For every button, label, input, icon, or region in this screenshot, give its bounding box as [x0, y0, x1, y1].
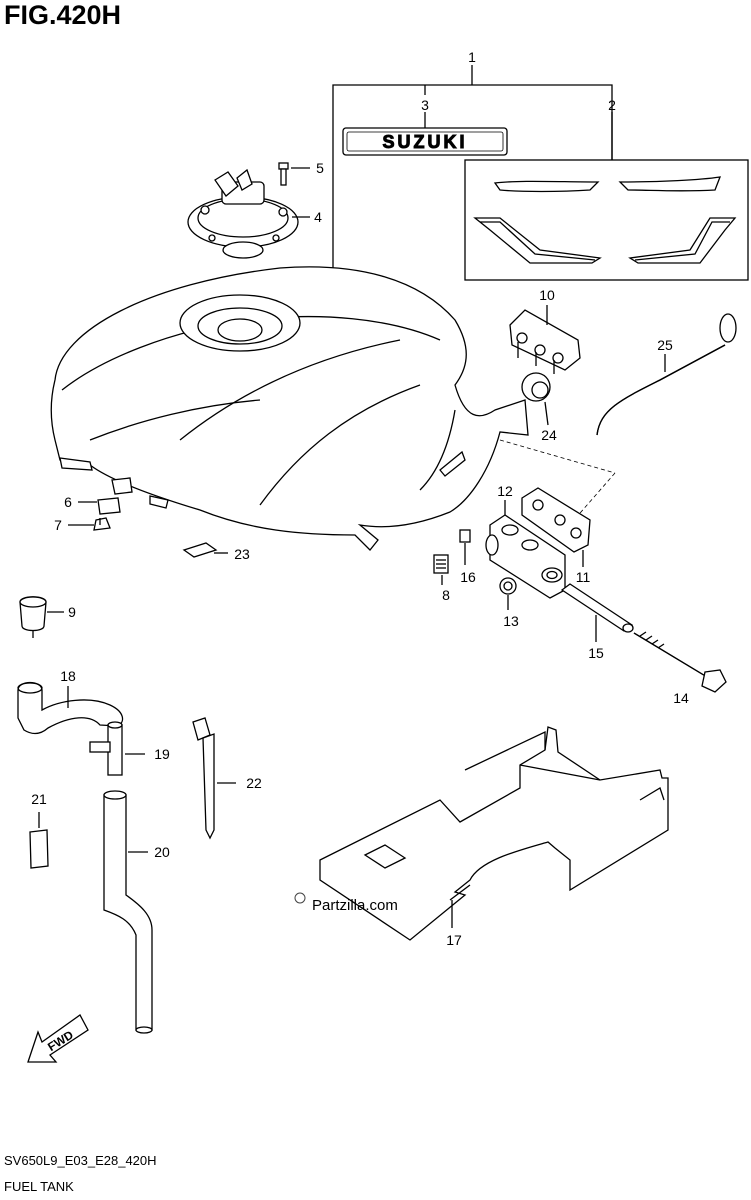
hinge-plate[interactable]	[521, 487, 591, 553]
callout-3: 3	[421, 97, 429, 113]
callout-20: 20	[154, 844, 170, 860]
tank-cover[interactable]	[319, 726, 669, 941]
callout-7: 7	[54, 517, 62, 533]
copyright-icon	[294, 892, 306, 904]
diagram-code: SV650L9_E03_E28_420H	[4, 1153, 157, 1168]
washer-clip[interactable]	[459, 529, 471, 543]
diagram-name: FUEL TANK	[4, 1179, 74, 1194]
support-rod[interactable]	[596, 313, 737, 436]
caution-label[interactable]	[29, 812, 49, 869]
callout-5: 5	[316, 160, 324, 176]
drain-hose[interactable]	[103, 790, 153, 1034]
breather-hose[interactable]	[17, 681, 124, 735]
callout-9: 9	[68, 604, 76, 620]
forward-arrow-icon: FWD	[27, 1014, 89, 1063]
callout-1: 1	[468, 49, 476, 65]
damper[interactable]	[19, 596, 47, 638]
callout-19: 19	[154, 746, 170, 762]
suzuki-emblem[interactable]: SUZUKI	[342, 127, 508, 156]
callout-13: 13	[503, 613, 519, 629]
callout-18: 18	[60, 668, 76, 684]
callout-2: 2	[608, 97, 616, 113]
callout-11: 11	[576, 569, 591, 585]
grommet[interactable]	[521, 372, 551, 402]
fuel-cap-bolt[interactable]	[278, 162, 289, 186]
clip[interactable]	[93, 517, 111, 531]
watermark: Partzilla.com	[312, 897, 398, 914]
t-joint[interactable]	[89, 721, 123, 776]
callout-6: 6	[64, 494, 72, 510]
collar[interactable]	[560, 583, 634, 633]
callout-4: 4	[314, 209, 322, 225]
hinge-bolt[interactable]	[633, 631, 727, 693]
callout-23: 23	[234, 546, 250, 562]
part-1-bracket	[332, 65, 613, 272]
callout-16: 16	[460, 569, 476, 585]
nut-clip[interactable]	[433, 554, 449, 574]
callout-15: 15	[588, 645, 604, 661]
callout-24: 24	[541, 427, 557, 443]
rubber-cushion[interactable]	[97, 497, 121, 515]
fuel-cap-assembly[interactable]	[187, 168, 299, 259]
cable-tie[interactable]	[192, 717, 215, 840]
callout-10: 10	[539, 287, 555, 303]
callout-14: 14	[673, 690, 689, 706]
callout-22: 22	[246, 775, 262, 791]
figure-title: FIG.420H	[4, 0, 122, 30]
callout-8: 8	[442, 587, 450, 603]
callout-12: 12	[497, 483, 513, 499]
washer[interactable]	[499, 577, 517, 595]
tank-pad[interactable]	[182, 542, 218, 558]
callout-17: 17	[446, 932, 462, 948]
assembly-guide-lines	[499, 439, 616, 521]
fuel-tank-body[interactable]	[50, 266, 529, 551]
upper-bracket[interactable]	[509, 309, 581, 374]
hinge-bracket[interactable]	[485, 514, 566, 599]
callout-21: 21	[31, 791, 47, 807]
callout-25: 25	[657, 337, 673, 353]
tank-decal-set[interactable]	[464, 159, 749, 281]
emblem-text: SUZUKI	[383, 132, 468, 152]
